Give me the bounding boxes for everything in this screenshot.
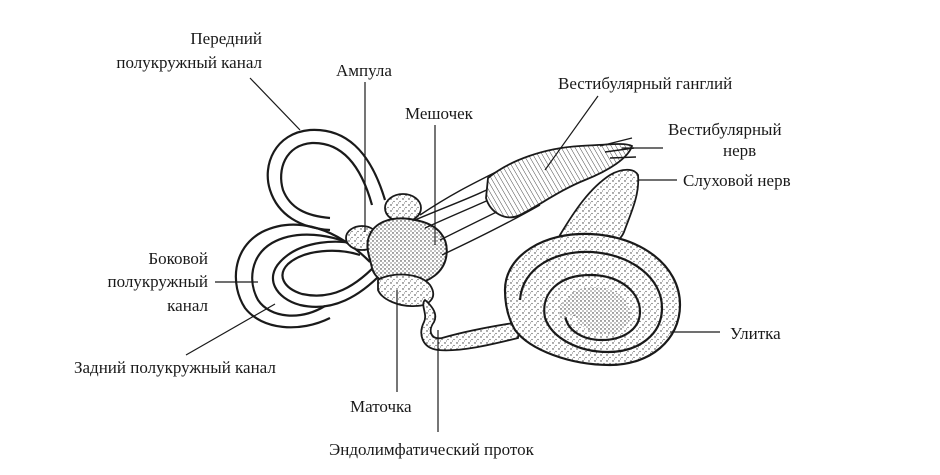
vestibule-shape: [366, 217, 448, 288]
duct-shape: [420, 298, 522, 352]
label-anterior-canal-line1: Передний: [190, 29, 262, 48]
vestibular-ganglion-shape: [485, 143, 634, 219]
label-posterior-canal: Задний полукружный канал: [74, 358, 276, 377]
nerve-bundle: [599, 137, 637, 159]
anterior-canal-shape: [266, 128, 387, 232]
cochlea-shape: [503, 232, 682, 367]
posterior-canal-shape: [271, 240, 393, 308]
label-lateral-canal-line1: Боковой: [148, 249, 208, 268]
label-ampulla: Ампула: [336, 61, 392, 80]
label-lateral-canal-line2: полукружный: [107, 272, 208, 291]
utricle-shape: [377, 273, 435, 307]
label-auditory-nerve: Слуховой нерв: [683, 171, 791, 190]
label-cochlea: Улитка: [730, 324, 781, 343]
label-lateral-canal-line3: канал: [167, 296, 208, 315]
label-saccule: Мешочек: [405, 104, 474, 123]
leader-lines: [185, 77, 720, 432]
label-endolymphatic-duct: Эндолимфатический проток: [329, 440, 535, 459]
label-vestibular-ganglion: Вестибулярный ганглий: [558, 74, 732, 93]
label-vestibular-nerve-line2: нерв: [723, 141, 756, 160]
label-utricle: Маточка: [350, 397, 412, 416]
lateral-canal-shape: [234, 223, 371, 329]
label-anterior-canal-line2: полукружный канал: [116, 53, 262, 72]
label-vestibular-nerve-line1: Вестибулярный: [668, 120, 782, 139]
